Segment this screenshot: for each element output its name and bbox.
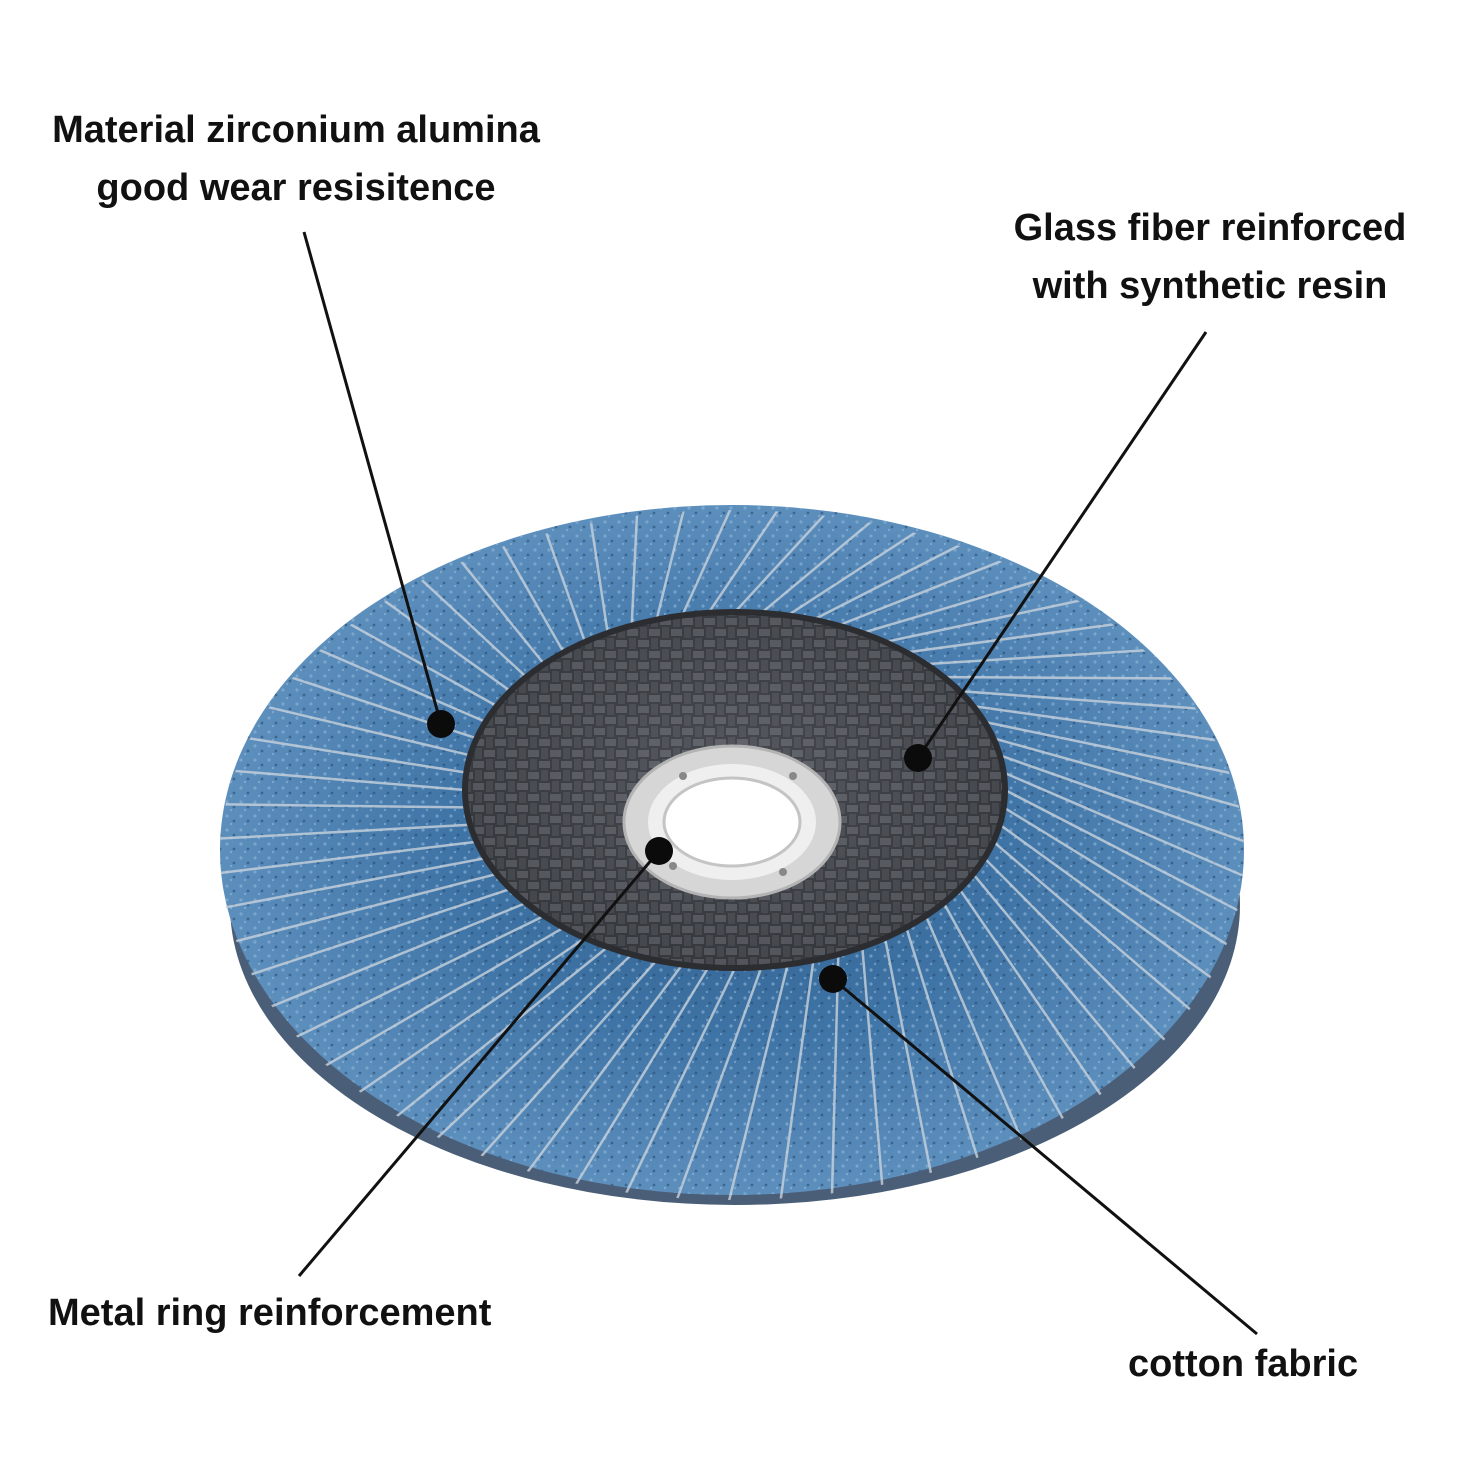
dot-marker-icon	[819, 965, 847, 993]
annotation-glass-line2: with synthetic resin	[1032, 265, 1388, 307]
flap-seam	[220, 840, 477, 880]
flap-seam	[829, 954, 840, 1200]
annotation-material: Material zirconium alumina good wear res…	[36, 101, 556, 217]
flap-seam	[720, 964, 789, 1200]
flap-seam	[655, 510, 695, 620]
flap-seam	[220, 887, 511, 989]
flap-seam	[924, 915, 1037, 1172]
flap-seam	[412, 953, 633, 1162]
flap-seam	[293, 926, 565, 1086]
flap-seam	[999, 823, 1244, 1005]
metal-ring	[622, 744, 842, 900]
annotation-material-line2: good wear resisitence	[96, 167, 496, 209]
flap-seam	[992, 840, 1224, 1038]
flap-seam	[883, 937, 939, 1200]
flap-seam	[707, 510, 805, 614]
flap-seam	[507, 963, 684, 1199]
dot-marker-icon	[904, 744, 932, 772]
flap-seam	[220, 856, 486, 917]
flap-seam	[943, 675, 1236, 681]
flap-seam	[958, 888, 1123, 1126]
annotation-glass-line1: Glass fiber reinforced	[1013, 207, 1407, 249]
flap-seam	[1004, 788, 1244, 935]
annotation-metal-ring: Metal ring reinforcement	[48, 1292, 492, 1334]
flap-seam	[630, 510, 641, 626]
annotation-material-line1: Material zirconium alumina	[52, 109, 540, 151]
flap-seam	[775, 960, 815, 1200]
flap-seam	[999, 754, 1244, 861]
flap-seam	[329, 936, 586, 1114]
annotation-glass-fiber: Glass fiber reinforced with synthetic re…	[1000, 199, 1420, 315]
leader-line-metal	[297, 850, 661, 1277]
flap-seam	[368, 946, 609, 1139]
flap-seam	[611, 967, 737, 1200]
annotation-cotton-fabric: cotton fabric	[1128, 1343, 1359, 1385]
leader-line-material	[302, 231, 443, 725]
flap-seam	[220, 802, 467, 809]
flap-seam	[760, 510, 911, 614]
flap-seam	[583, 510, 609, 634]
flap-seam	[665, 966, 763, 1200]
dot-marker-icon	[427, 710, 455, 738]
flap-seam	[983, 857, 1194, 1070]
flap-seam	[681, 510, 750, 616]
flap-seam	[558, 966, 710, 1200]
flap-seam	[1003, 771, 1244, 898]
flap-seam	[234, 901, 527, 1023]
flap-seam	[905, 927, 989, 1190]
flap-seam	[972, 873, 1161, 1099]
leader-line-glass	[916, 331, 1208, 759]
flap-seam	[734, 510, 859, 613]
flap-seam	[458, 959, 658, 1182]
dot-marker-icon	[645, 837, 673, 865]
flap-seam	[1003, 806, 1244, 970]
flap-seam	[942, 902, 1081, 1151]
leader-line-cotton	[832, 977, 1258, 1336]
flap-seam	[261, 914, 545, 1055]
flap-seam	[220, 872, 498, 953]
flap-seam	[861, 946, 887, 1200]
flap-seam	[220, 823, 471, 843]
